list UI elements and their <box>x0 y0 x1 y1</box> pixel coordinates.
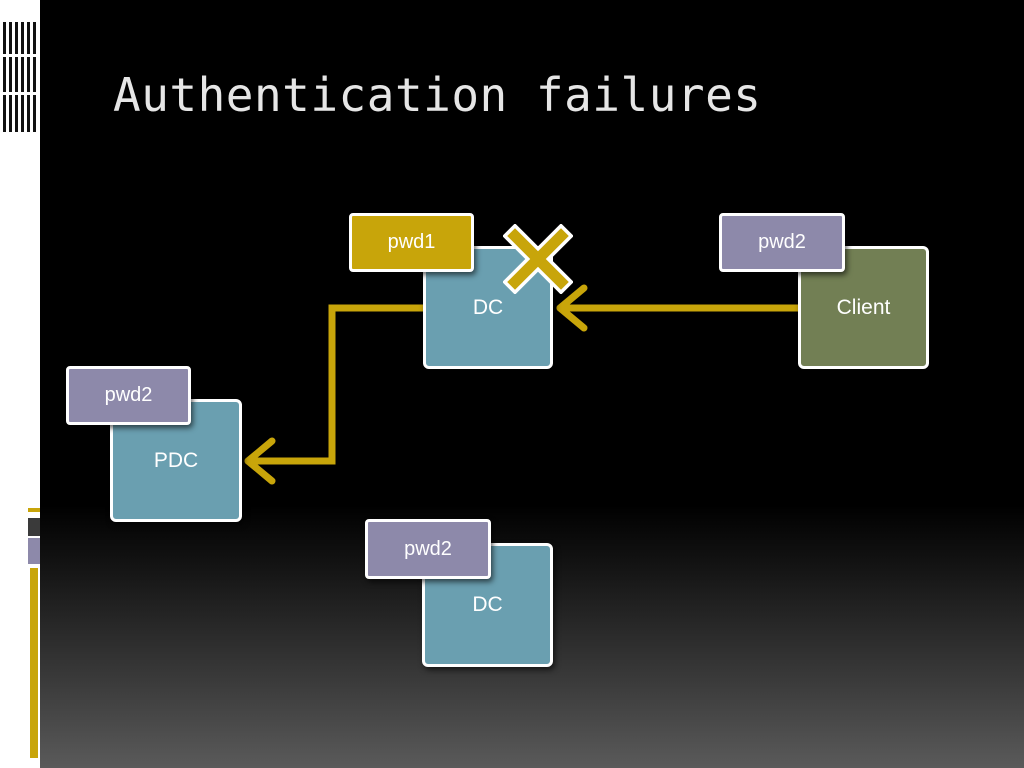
dc-top-label: DC <box>472 295 504 319</box>
x-mark-icon <box>503 224 573 294</box>
dc-bottom-password-label: pwd2 <box>404 537 452 560</box>
accent-bars <box>28 508 40 758</box>
stripe-pattern <box>0 22 40 132</box>
arrow-dc-to-pdc <box>244 304 429 465</box>
arrowhead-dc <box>556 284 588 332</box>
left-decorative-strip <box>0 0 40 768</box>
dc-top-password-tag: pwd1 <box>349 213 474 272</box>
arrowhead-pdc <box>244 437 276 485</box>
dc-top-password-label: pwd1 <box>387 231 436 253</box>
client-password-tag: pwd2 <box>719 213 845 272</box>
pdc-password-tag: pwd2 <box>66 366 191 425</box>
pdc-label: PDC <box>153 448 199 472</box>
pdc-password-label: pwd2 <box>104 384 153 406</box>
client-password-label: pwd2 <box>758 231 806 253</box>
client-label: Client <box>836 295 891 319</box>
dc-bottom-password-tag: pwd2 <box>365 519 491 579</box>
dc-bottom-label: DC <box>472 593 503 616</box>
slide-title: Authentication failures <box>113 68 762 122</box>
